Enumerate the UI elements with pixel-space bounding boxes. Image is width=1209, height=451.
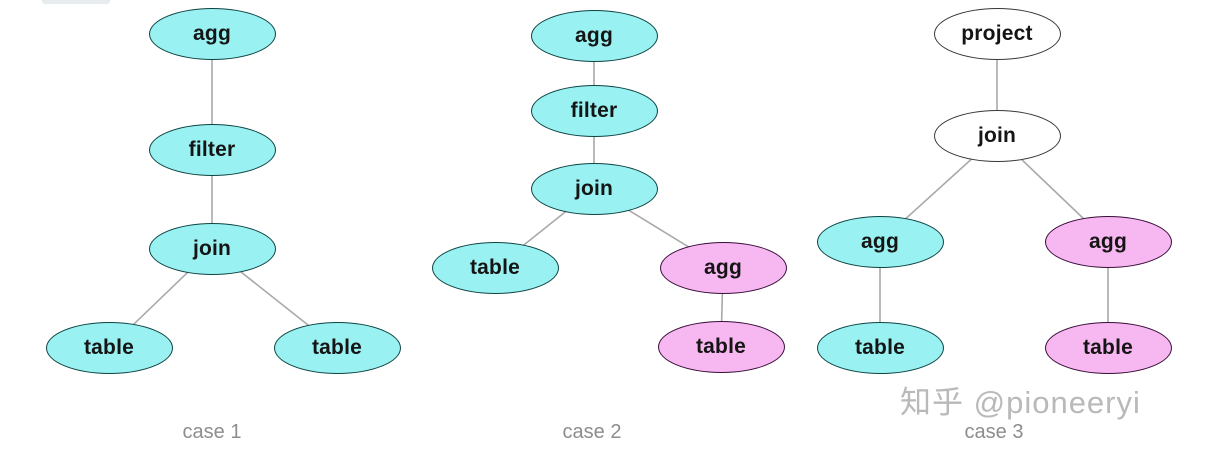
case3-node-table-right: table bbox=[1044, 322, 1172, 374]
case2-node-agg-right: agg bbox=[659, 242, 787, 294]
case1-node-filter: filter bbox=[148, 124, 276, 176]
case2-node-table-left: table bbox=[431, 242, 559, 294]
case3-label: case 3 bbox=[964, 421, 1024, 443]
case3-node-table-left: table bbox=[816, 322, 944, 374]
case2-node-table-right: table bbox=[657, 321, 785, 373]
case3-node-agg-right: agg bbox=[1044, 216, 1172, 268]
case2-label: case 2 bbox=[562, 421, 622, 443]
case1-label: case 1 bbox=[182, 421, 242, 443]
case1-node-join: join bbox=[148, 223, 276, 275]
case3-node-agg-left: agg bbox=[816, 216, 944, 268]
case1-node-table-right: table bbox=[273, 322, 401, 374]
case1-node-table-left: table bbox=[45, 322, 173, 374]
watermark: 知乎 @pioneeryi bbox=[900, 385, 1141, 420]
case2-node-agg: agg bbox=[530, 10, 658, 62]
case2-node-filter: filter bbox=[530, 85, 658, 137]
case3-node-project: project bbox=[933, 8, 1061, 60]
case2-node-join: join bbox=[530, 163, 658, 215]
case3-node-join: join bbox=[933, 110, 1061, 162]
top-edge-artifact bbox=[42, 0, 110, 4]
case1-node-agg: agg bbox=[148, 8, 276, 60]
